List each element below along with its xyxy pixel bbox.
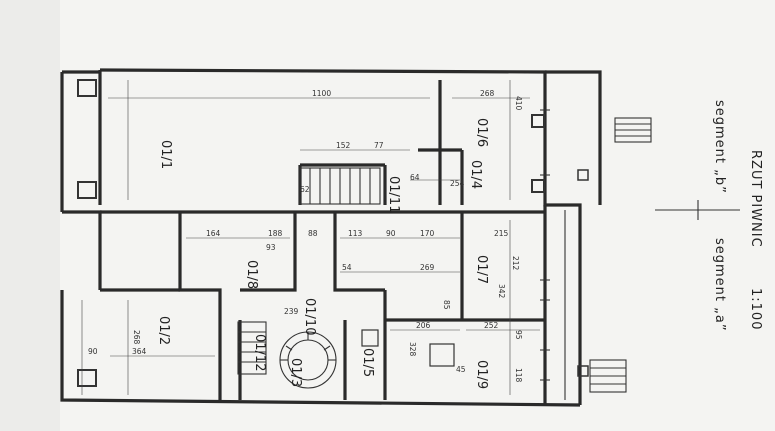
dim-206: 206 — [416, 321, 431, 330]
segment-b-label: segment „b” — [712, 100, 727, 194]
room-label-01-2: 01/2 — [156, 316, 171, 345]
title-main: RZUT PIWNIC — [748, 150, 763, 248]
dim-268a: 268 — [480, 89, 495, 98]
dim-54: 54 — [342, 263, 352, 272]
room-labels: 01/1 01/6 01/4 01/8 01/7 01/2 01/10 01/1… — [156, 118, 489, 389]
dim-252: 252 — [484, 321, 499, 330]
room-label-01-8: 01/8 — [244, 260, 259, 289]
room-label-01-6: 01/6 — [474, 118, 489, 147]
title-block: RZUT PIWNIC 1:100 segment „b” segment „a… — [712, 100, 763, 332]
dim-62: 62 — [300, 185, 310, 194]
dim-85: 85 — [442, 300, 451, 310]
dim-1100: 1100 — [312, 89, 331, 98]
room-label-01-9: 01/9 — [474, 360, 489, 389]
paper-left-shade — [0, 0, 60, 431]
dim-95: 95 — [514, 330, 523, 340]
dim-364: 364 — [132, 347, 147, 356]
dim-64: 64 — [410, 173, 420, 182]
title-scale: 1:100 — [748, 288, 763, 330]
stairs — [237, 117, 652, 393]
dim-188: 188 — [268, 229, 283, 238]
room-label-01-3: 01/3 — [288, 358, 303, 387]
dimension-lines — [81, 80, 540, 395]
dim-113: 113 — [348, 229, 363, 238]
dim-164: 164 — [206, 229, 221, 238]
room-label-01-5: 01/5 — [360, 348, 375, 377]
interior-walls — [100, 80, 545, 400]
room-label-01-1: 01/1 — [158, 140, 173, 169]
dim-45: 45 — [456, 365, 466, 374]
windows — [540, 109, 566, 400]
dim-118: 118 — [514, 368, 523, 383]
dim-90a: 90 — [386, 229, 396, 238]
dim-215: 215 — [494, 229, 509, 238]
room-label-01-12: 01/12 — [252, 334, 267, 371]
dim-77: 77 — [374, 141, 384, 150]
dim-212: 212 — [511, 256, 520, 271]
room-label-01-7: 01/7 — [474, 255, 489, 284]
dim-269: 269 — [420, 263, 435, 272]
dim-93: 93 — [266, 243, 276, 252]
dim-410: 410 — [514, 96, 523, 111]
dim-152: 152 — [336, 141, 351, 150]
dim-254: 254 — [450, 179, 465, 188]
segment-a-label: segment „a” — [712, 238, 727, 332]
segment-markers — [655, 200, 740, 220]
dim-88: 88 — [308, 229, 318, 238]
room-label-01-11: 01/11 — [386, 176, 401, 213]
room-label-01-10: 01/10 — [302, 298, 317, 335]
room-label-01-4: 01/4 — [468, 160, 483, 189]
dim-170: 170 — [420, 229, 435, 238]
dim-342: 342 — [497, 284, 506, 299]
dim-268b: 268 — [132, 330, 141, 345]
outer-walls — [60, 68, 602, 407]
round-stair — [279, 331, 337, 389]
dimension-labels: 1100 268 410 152 77 164 188 88 113 90 17… — [88, 89, 523, 383]
dim-328: 328 — [408, 342, 417, 357]
dim-90b: 90 — [88, 347, 98, 356]
columns — [77, 79, 589, 387]
dim-239: 239 — [284, 307, 299, 316]
